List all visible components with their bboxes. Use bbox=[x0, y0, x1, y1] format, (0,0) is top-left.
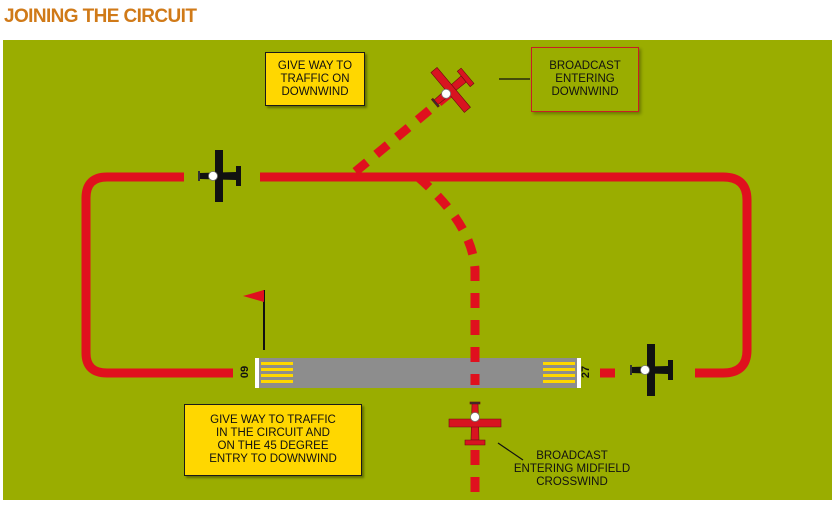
runway bbox=[255, 358, 581, 388]
circuit-diagram: GIVE WAY TO TRAFFIC ON DOWNWIND BROADCAS… bbox=[3, 40, 832, 500]
runway-number-left: 09 bbox=[239, 365, 252, 379]
entry-45-dashed bbox=[352, 89, 453, 176]
threshold-right bbox=[543, 362, 575, 383]
circuit-pattern bbox=[81, 172, 752, 378]
circuit-svg bbox=[3, 40, 832, 500]
callout-broadcast-downwind: BROADCAST ENTERING DOWNWIND bbox=[531, 47, 639, 112]
windsock-flag-icon bbox=[243, 290, 265, 350]
threshold-left bbox=[261, 362, 293, 383]
page-title: JOINING THE CIRCUIT bbox=[4, 6, 197, 27]
label-broadcast-crosswind: BROADCAST ENTERING MIDFIELD CROSSWIND bbox=[513, 450, 631, 488]
runway-number-right: 27 bbox=[580, 365, 593, 379]
callout-give-way-circuit: GIVE WAY TO TRAFFIC IN THE CIRCUIT AND O… bbox=[184, 404, 362, 476]
leader-line bbox=[497, 442, 524, 461]
callout-give-way-downwind: GIVE WAY TO TRAFFIC ON DOWNWIND bbox=[265, 52, 365, 106]
midfield-crosswind-dashed bbox=[415, 173, 480, 492]
airfield-ground bbox=[3, 40, 832, 500]
